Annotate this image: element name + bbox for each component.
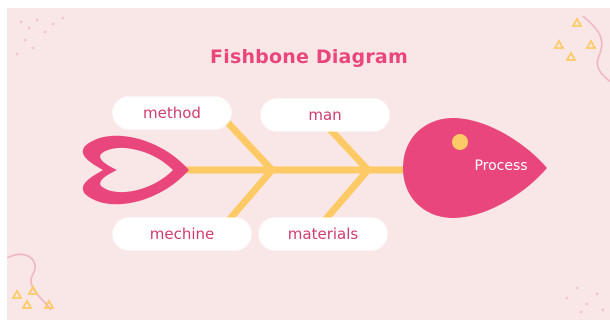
decor-bottom-right-dots bbox=[566, 287, 605, 314]
cause-label-method: method bbox=[113, 97, 231, 129]
diagram-title: Fishbone Diagram bbox=[7, 46, 610, 68]
cause-label-materials: materials bbox=[259, 218, 387, 250]
bone-bottom-right bbox=[325, 170, 368, 220]
fish-eye bbox=[452, 134, 468, 150]
fish-bones bbox=[182, 124, 417, 220]
cause-label-man: man bbox=[261, 99, 389, 131]
cause-label-mechine: mechine bbox=[113, 218, 251, 250]
bone-bottom-left bbox=[229, 170, 272, 220]
decor-bottom-left-triangles bbox=[13, 287, 53, 308]
bone-top-left bbox=[229, 124, 272, 170]
effect-label-process: Process bbox=[453, 158, 549, 174]
diagram-canvas: Fishbone Diagram method man mechine mate… bbox=[7, 8, 610, 320]
decor-bottom-left-swirl bbox=[7, 254, 51, 310]
fish-tail bbox=[83, 136, 189, 204]
